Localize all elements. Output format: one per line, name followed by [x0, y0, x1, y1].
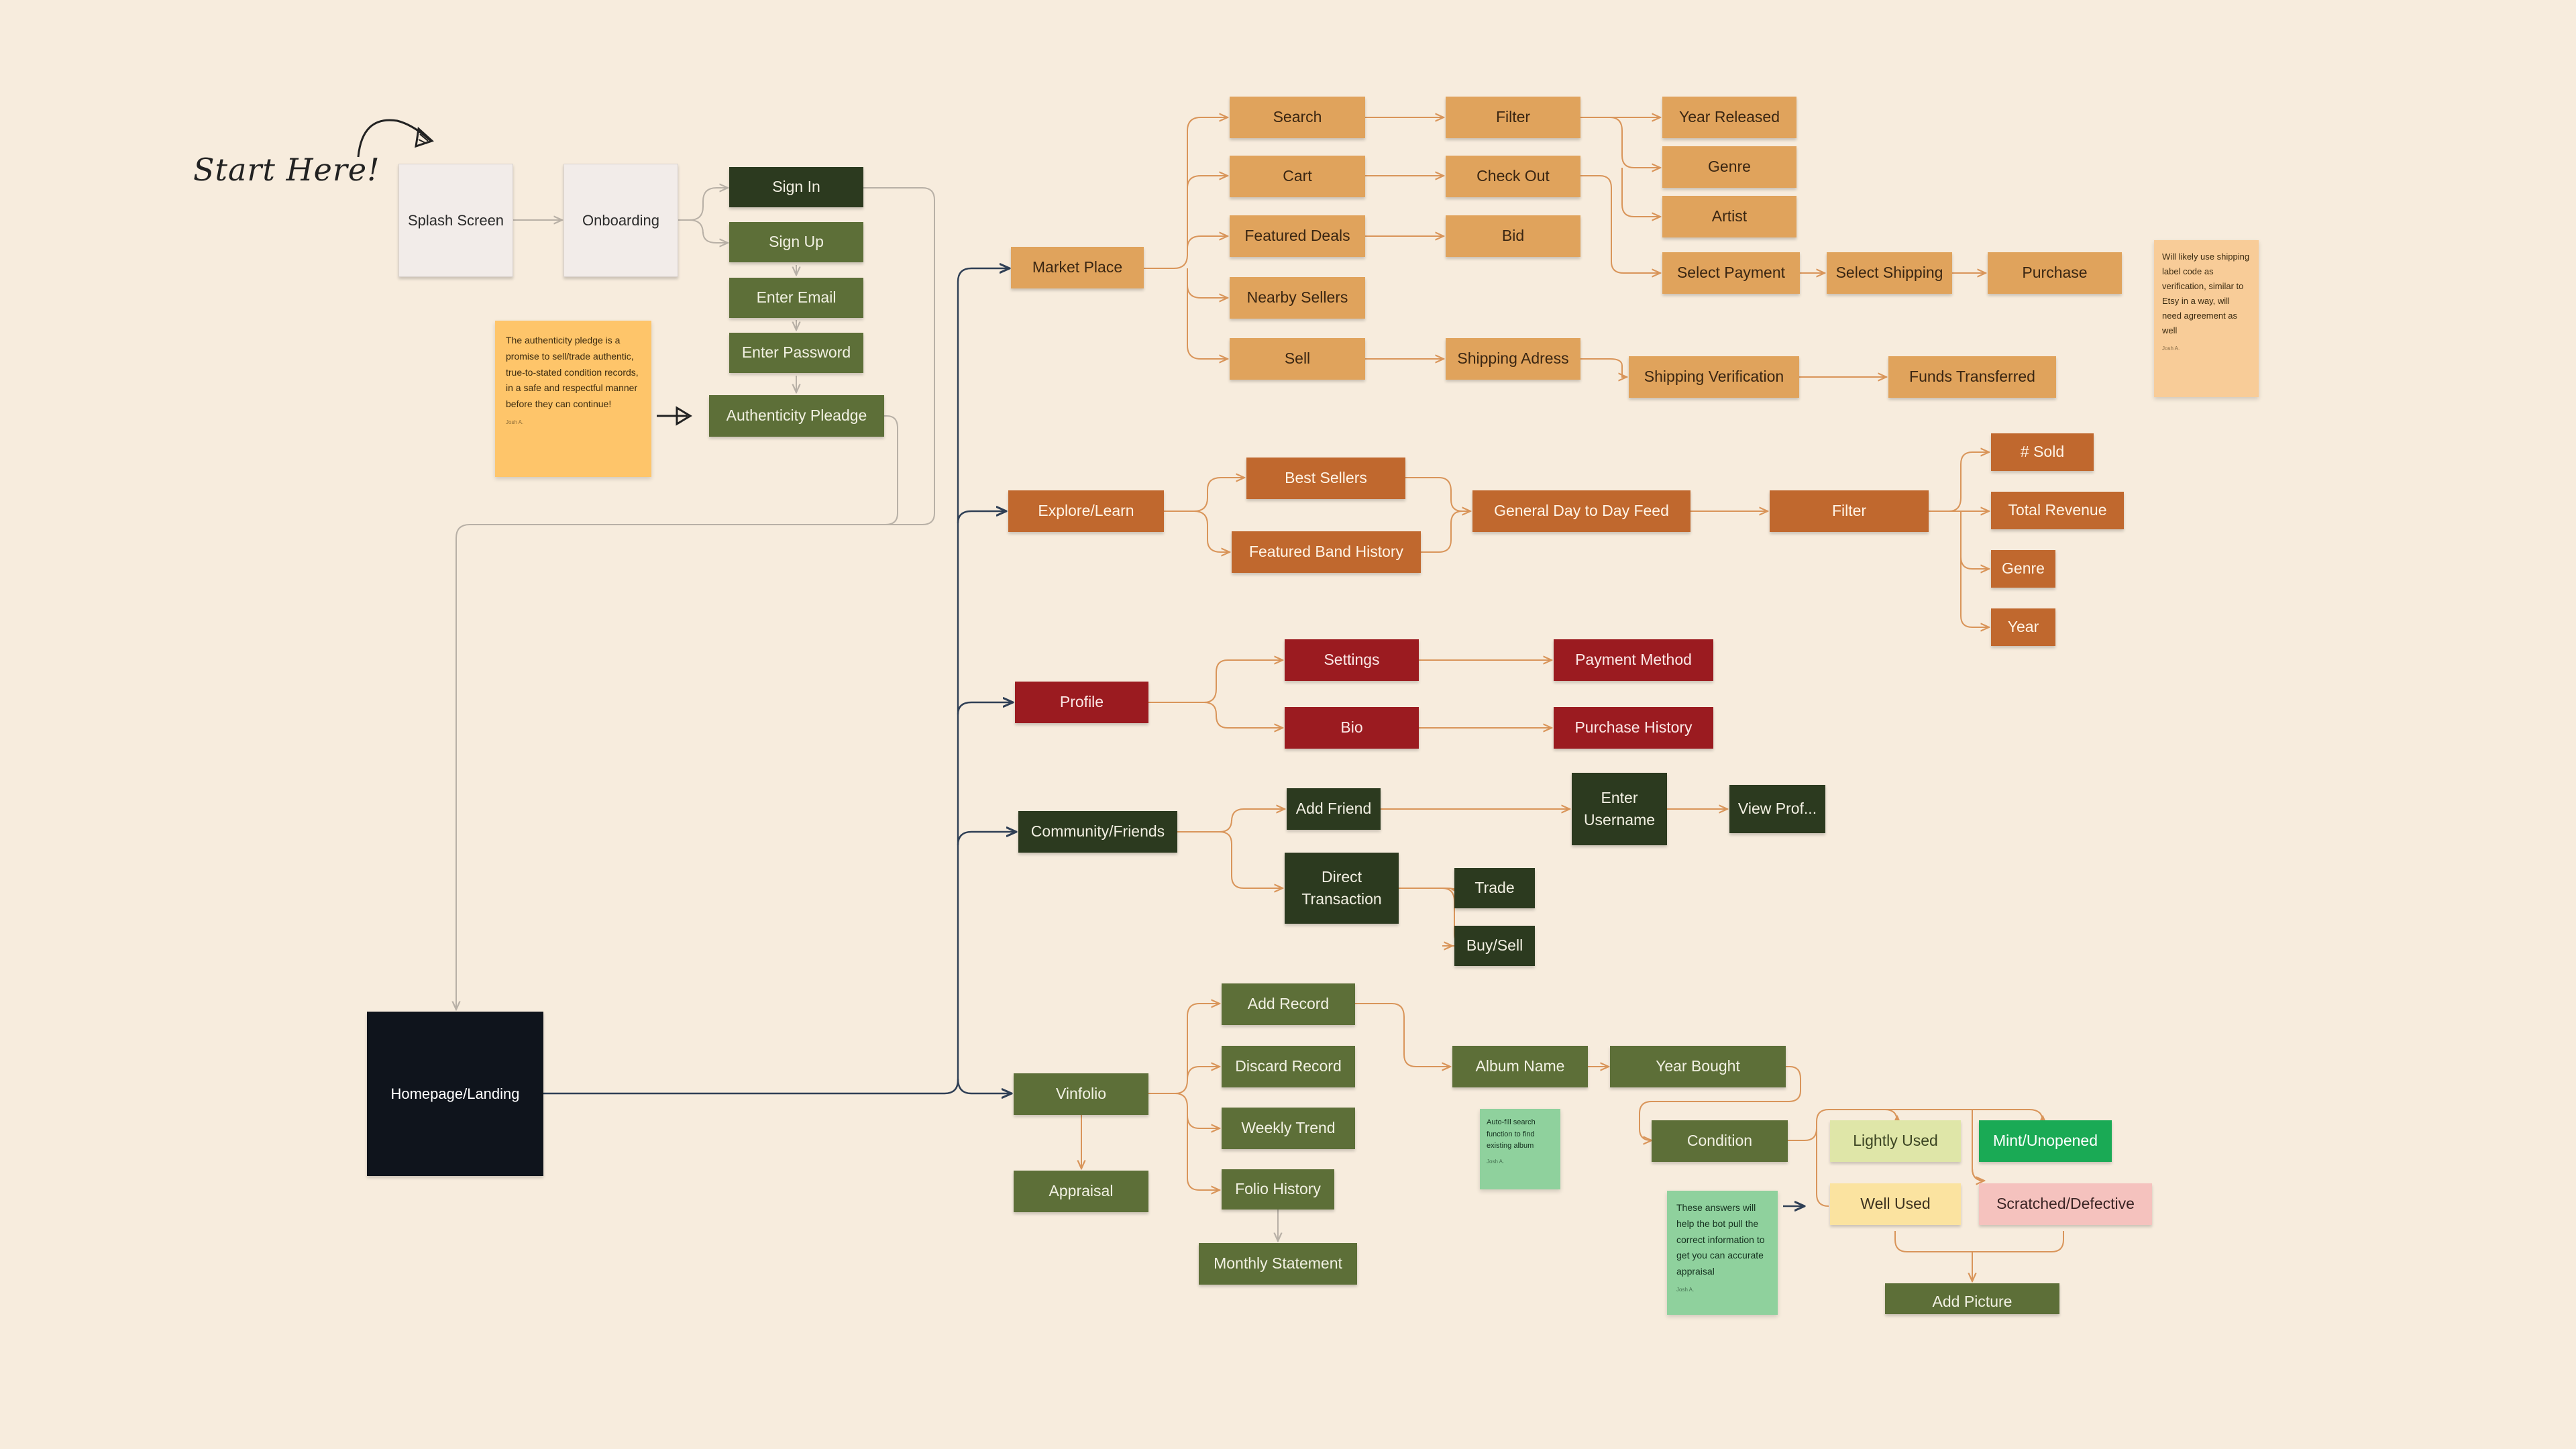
add-friend-node[interactable]: Add Friend — [1287, 788, 1381, 830]
note-author: Josh A. — [1676, 1286, 1695, 1293]
shipping-adress-node[interactable]: Shipping Adress — [1446, 338, 1580, 380]
best-sellers-node[interactable]: Best Sellers — [1246, 458, 1405, 499]
folio-history-node[interactable]: Folio History — [1222, 1169, 1334, 1210]
direct-transaction-node[interactable]: Direct Transaction — [1285, 853, 1399, 924]
arrow-right-icon — [657, 406, 692, 426]
note-author: Josh A. — [1487, 1158, 1505, 1165]
total-revenue-node[interactable]: Total Revenue — [1991, 492, 2124, 529]
scratched-defective-node[interactable]: Scratched/Defective — [1979, 1183, 2152, 1225]
enter-password-node[interactable]: Enter Password — [729, 333, 863, 373]
authenticity-pledge-node[interactable]: Authenticity Pleadge — [709, 395, 884, 437]
artist-node[interactable]: Artist — [1662, 196, 1796, 237]
answers-note-text: These answers will help the bot pull the… — [1676, 1202, 1765, 1277]
homepage-landing-node[interactable]: Homepage/Landing — [367, 1012, 543, 1176]
lightly-used-node[interactable]: Lightly Used — [1830, 1120, 1961, 1162]
bio-node[interactable]: Bio — [1285, 707, 1419, 749]
funds-transferred-node[interactable]: Funds Transferred — [1888, 356, 2056, 398]
note-author: Josh A. — [506, 419, 524, 425]
profile-node[interactable]: Profile — [1015, 682, 1148, 723]
trade-node[interactable]: Trade — [1454, 868, 1535, 908]
community-friends-node[interactable]: Community/Friends — [1018, 811, 1177, 853]
explore-learn-node[interactable]: Explore/Learn — [1008, 490, 1164, 532]
album-name-node[interactable]: Album Name — [1452, 1046, 1588, 1087]
well-used-node[interactable]: Well Used — [1830, 1183, 1961, 1225]
year-explore-node[interactable]: Year — [1991, 608, 2055, 646]
authenticity-note-text: The authenticity pledge is a promise to … — [506, 335, 639, 410]
check-out-node[interactable]: Check Out — [1446, 156, 1580, 197]
purchase-history-node[interactable]: Purchase History — [1554, 707, 1713, 749]
condition-node[interactable]: Condition — [1652, 1120, 1788, 1162]
genre-node[interactable]: Genre — [1662, 146, 1796, 188]
autofill-sticky-note: Auto-fill search function to find existi… — [1480, 1109, 1560, 1189]
nearby-sellers-node[interactable]: Nearby Sellers — [1230, 277, 1365, 319]
add-record-node[interactable]: Add Record — [1222, 983, 1355, 1025]
vinfolio-node[interactable]: Vinfolio — [1014, 1073, 1148, 1115]
filter-node[interactable]: Filter — [1446, 97, 1580, 138]
sign-in-node[interactable]: Sign In — [729, 167, 863, 207]
num-sold-node[interactable]: # Sold — [1991, 433, 2094, 471]
mint-unopened-node[interactable]: Mint/Unopened — [1979, 1120, 2112, 1162]
add-picture-node[interactable]: Add Picture — [1885, 1283, 2059, 1314]
sign-up-node[interactable]: Sign Up — [729, 222, 863, 262]
cart-node[interactable]: Cart — [1230, 156, 1365, 197]
year-bought-node[interactable]: Year Bought — [1610, 1046, 1786, 1087]
view-profile-node[interactable]: View Prof... — [1729, 785, 1825, 833]
shipping-sticky-note: Will likely use shipping label code as v… — [2154, 240, 2259, 397]
day-to-day-feed-node[interactable]: General Day to Day Feed — [1472, 490, 1690, 532]
bid-node[interactable]: Bid — [1446, 215, 1580, 257]
autofill-note-text: Auto-fill search function to find existi… — [1487, 1118, 1536, 1150]
year-released-node[interactable]: Year Released — [1662, 97, 1796, 138]
search-node[interactable]: Search — [1230, 97, 1365, 138]
answers-sticky-note: These answers will help the bot pull the… — [1667, 1191, 1778, 1315]
purchase-node[interactable]: Purchase — [1988, 252, 2122, 294]
discard-record-node[interactable]: Discard Record — [1222, 1046, 1355, 1087]
onboarding-node[interactable]: Onboarding — [564, 164, 678, 277]
featured-deals-node[interactable]: Featured Deals — [1230, 215, 1365, 257]
enter-email-node[interactable]: Enter Email — [729, 278, 863, 318]
splash-screen-node[interactable]: Splash Screen — [398, 164, 513, 277]
start-arrow-icon — [357, 119, 434, 158]
settings-node[interactable]: Settings — [1285, 639, 1419, 681]
payment-method-node[interactable]: Payment Method — [1554, 639, 1713, 681]
sell-node[interactable]: Sell — [1230, 338, 1365, 380]
start-here-label: Start Here! — [193, 152, 380, 188]
shipping-verification-node[interactable]: Shipping Verification — [1629, 356, 1799, 398]
select-shipping-node[interactable]: Select Shipping — [1827, 252, 1952, 294]
appraisal-node[interactable]: Appraisal — [1014, 1171, 1148, 1212]
monthly-statement-node[interactable]: Monthly Statement — [1199, 1243, 1357, 1285]
shipping-note-text: Will likely use shipping label code as v… — [2162, 252, 2250, 336]
enter-username-node[interactable]: Enter Username — [1572, 773, 1667, 845]
weekly-trend-node[interactable]: Weekly Trend — [1222, 1108, 1355, 1149]
market-place-node[interactable]: Market Place — [1011, 247, 1144, 288]
authenticity-sticky-note: The authenticity pledge is a promise to … — [495, 321, 651, 477]
genre-explore-node[interactable]: Genre — [1991, 550, 2055, 588]
note-author: Josh A. — [2162, 345, 2180, 352]
buy-sell-node[interactable]: Buy/Sell — [1454, 926, 1535, 966]
select-payment-node[interactable]: Select Payment — [1662, 252, 1800, 294]
featured-band-history-node[interactable]: Featured Band History — [1232, 531, 1421, 573]
filter-explore-node[interactable]: Filter — [1770, 490, 1929, 532]
